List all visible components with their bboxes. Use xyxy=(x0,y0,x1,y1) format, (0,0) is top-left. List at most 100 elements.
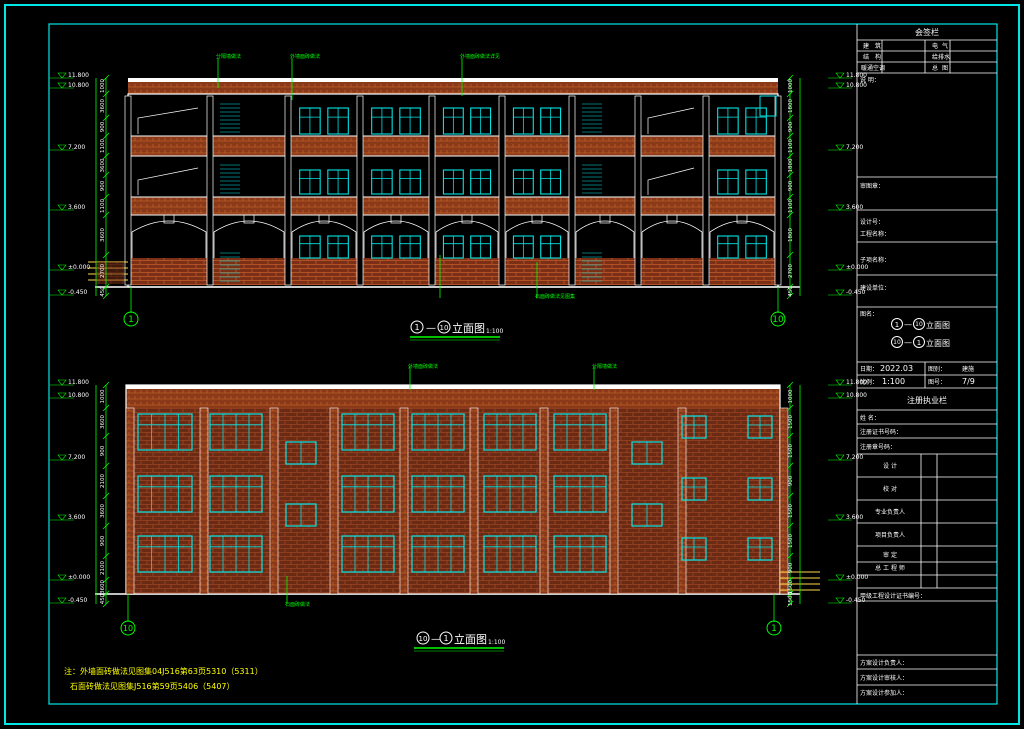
dim-label: 1500 xyxy=(788,592,794,606)
tb-bottom-row: 方案设计负责人： xyxy=(860,659,908,667)
tb-sign: 暖通空调 xyxy=(861,64,885,72)
svg-text:外墙面砖做法: 外墙面砖做法 xyxy=(408,363,438,370)
column xyxy=(124,95,132,286)
level-mark xyxy=(835,72,845,79)
pier xyxy=(677,407,687,595)
dim-tick xyxy=(786,381,794,389)
dim-tick xyxy=(102,590,110,598)
railing xyxy=(647,107,695,134)
tb-seal-row: 注册章号码： xyxy=(860,443,896,451)
dim-label: 1800 xyxy=(788,99,794,113)
svg-text:—: — xyxy=(426,323,436,334)
dim-label: 1800 xyxy=(788,228,794,242)
axis-bubbles: 1 10 10 1 xyxy=(120,287,786,636)
tb-sign: 建 xyxy=(863,42,869,50)
title-scale: 1:100 xyxy=(488,639,505,646)
level-label: 10.800 xyxy=(68,392,89,399)
bracket xyxy=(461,214,473,224)
tb-subproject: 子项名称： xyxy=(860,256,890,264)
level-label: -0.450 xyxy=(68,597,88,604)
level-mark xyxy=(57,82,67,89)
tb-sign: 构 xyxy=(875,53,881,61)
dim-tick xyxy=(102,193,110,201)
level-mark xyxy=(57,144,67,151)
arch xyxy=(641,220,703,258)
bracket xyxy=(666,214,678,224)
dim-tick xyxy=(786,74,794,82)
dim-label: 900 xyxy=(100,180,106,191)
dim-label: 900 xyxy=(100,121,106,132)
dim-tick xyxy=(786,590,794,598)
bracket xyxy=(599,214,611,224)
tb-header: 会签栏 xyxy=(915,27,939,37)
arch xyxy=(131,220,207,258)
dim-label: 1500 xyxy=(788,504,794,518)
elevation-bottom xyxy=(95,384,820,595)
arch xyxy=(435,220,499,258)
tb-bottom-row: 方案设计参加人： xyxy=(860,689,908,697)
dim-label: 1500 xyxy=(788,534,794,548)
dim-label: 900 xyxy=(100,445,106,456)
arch xyxy=(291,220,357,258)
dim-label: 900 xyxy=(788,475,794,486)
arch xyxy=(505,220,569,258)
tb-dn-axis: 1 xyxy=(895,321,899,329)
tb-dn-suffix: 立面图 xyxy=(926,338,950,348)
dim-label: 3600 xyxy=(100,415,106,429)
level-label: 7.200 xyxy=(68,144,85,151)
svg-text:—: — xyxy=(431,634,441,645)
pier xyxy=(329,407,339,595)
axis-label: 10 xyxy=(123,624,133,633)
column xyxy=(774,95,782,286)
dim-tick xyxy=(786,132,794,140)
tb-sign: 图 xyxy=(942,65,948,72)
tb-dn-suffix: 立面图 xyxy=(926,320,950,330)
level-label: 11.800 xyxy=(68,72,89,79)
level-label: 7.200 xyxy=(846,454,863,461)
dim-tick xyxy=(102,492,110,500)
tb-sign: 结 xyxy=(863,53,869,61)
dim-tick xyxy=(102,211,110,219)
dim-label: 1000 xyxy=(100,389,106,403)
tb-role: 审 定 xyxy=(883,551,897,559)
dim-tick xyxy=(102,74,110,82)
dim-tick xyxy=(786,492,794,500)
pier xyxy=(199,407,209,595)
level-label: ±0.000 xyxy=(68,264,90,271)
level-mark xyxy=(835,204,845,211)
level-mark xyxy=(57,597,67,604)
level-label: 10.800 xyxy=(846,82,867,89)
railing xyxy=(137,107,199,134)
dim-label: 1100 xyxy=(788,199,794,213)
column xyxy=(568,95,576,286)
dim-label: 1500 xyxy=(788,444,794,458)
level-mark xyxy=(57,574,67,581)
dim-tick xyxy=(102,171,110,179)
dim-label: 1100 xyxy=(788,139,794,153)
dim-label: 900 xyxy=(100,535,106,546)
dim-label: 1000 xyxy=(788,389,794,403)
title-scale: 1:100 xyxy=(486,328,503,335)
pier xyxy=(539,407,549,595)
dim-label: 900 xyxy=(788,562,794,573)
arch xyxy=(213,220,285,258)
level-mark xyxy=(835,574,845,581)
tb-cert: 甲级工程设计证书编号： xyxy=(860,592,926,600)
dim-tick xyxy=(786,193,794,201)
tb-dn-axis: 1 xyxy=(917,339,921,347)
tb-review: 审图章： xyxy=(860,182,884,190)
tb-sign: 筑 xyxy=(875,42,881,50)
pier xyxy=(125,407,135,595)
bracket xyxy=(163,214,175,224)
pier xyxy=(399,407,409,595)
level-label: -0.450 xyxy=(68,289,88,296)
tb-design-no: 设计号： xyxy=(860,218,884,226)
bracket xyxy=(243,214,255,224)
tb-seal-row: 姓 名： xyxy=(860,414,880,422)
tb-role: 总 工 程 师 xyxy=(875,564,905,572)
inner-frame xyxy=(48,23,998,705)
dim-tick xyxy=(786,283,794,291)
column xyxy=(284,95,292,286)
dim-tick xyxy=(102,132,110,140)
